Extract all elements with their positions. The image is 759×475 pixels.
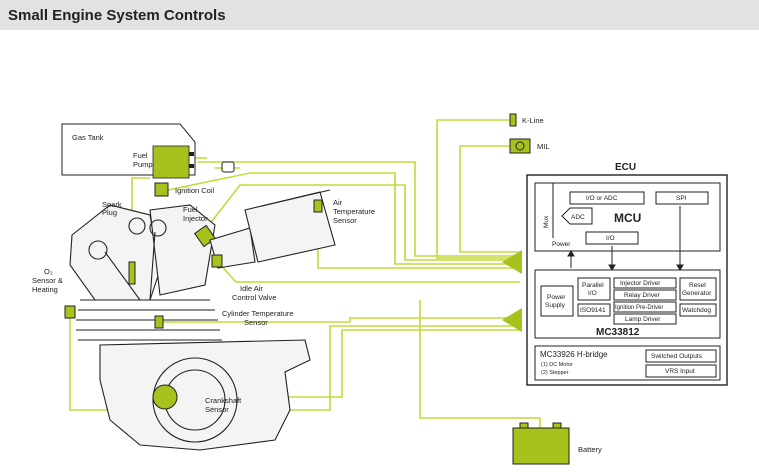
cyl-temp-sensor xyxy=(154,315,164,329)
ignition-coil-label: Ignition Coil xyxy=(175,186,215,195)
mcu-spi: SPI xyxy=(676,195,687,202)
mcu-power: Power xyxy=(552,241,571,248)
wire-o2 xyxy=(69,312,520,411)
mc33812-iso9141: ISO9141 xyxy=(580,307,606,314)
mcu-io-adc: I/O or ADC xyxy=(586,195,618,202)
wire-ignition-coil xyxy=(167,172,520,265)
wire-k-line xyxy=(436,119,520,259)
mc33812-title: MC33812 xyxy=(596,327,640,338)
air-temp-sensor xyxy=(313,199,323,213)
fuel-pump-label-1: Fuel xyxy=(133,151,148,160)
o2-label-1: O₂ xyxy=(44,267,53,276)
hbridge-stepper: (2) Stepper xyxy=(541,370,569,376)
crankshaft-sensor xyxy=(152,384,178,410)
air-temp-label-3: Sensor xyxy=(333,216,357,225)
crankshaft-label-2: Sensor xyxy=(205,405,229,414)
mc33812-lamp-driver: Lamp Driver xyxy=(625,316,661,323)
battery-label: Battery xyxy=(578,445,602,454)
mcu-adc-block xyxy=(561,207,593,225)
o2-label-2: Sensor & xyxy=(32,276,63,285)
cyl-temp-label-1: Cylinder Temperature xyxy=(222,309,294,318)
wire-fuel-pump xyxy=(197,161,520,257)
ecu-input-arrow-top xyxy=(502,250,522,274)
page-title: Small Engine System Controls xyxy=(8,7,226,24)
k-line-connector xyxy=(509,113,517,127)
idle-air-valve xyxy=(211,254,223,268)
mil-label: MIL xyxy=(537,142,550,151)
idle-air-label-1: Idle Air xyxy=(240,284,263,293)
hbridge-vrs-input: VRS Input xyxy=(665,368,695,375)
mc33812-parallel-io-1: Parallel xyxy=(582,282,604,289)
mc33812-power-supply-2: Supply xyxy=(545,302,566,309)
mc33812-ignition-pre-driver: Ignition Pre-Driver xyxy=(615,305,663,311)
mc33812-reset-1: Reset xyxy=(689,282,706,289)
wire-mil xyxy=(459,145,520,253)
mcu-io: I/O xyxy=(606,235,615,242)
o2-sensor xyxy=(64,305,76,319)
ecu-title: ECU xyxy=(615,162,636,173)
spark-plug-label-2: Plug xyxy=(102,208,117,217)
fuel-injector-label-1: Fuel xyxy=(183,205,198,214)
mc33812-power-supply-1: Power xyxy=(547,294,566,301)
wire-fuel-injector xyxy=(204,184,520,261)
mcu-mux: Mux xyxy=(543,215,550,228)
ignition-coil xyxy=(154,182,169,197)
mcu-title: MCU xyxy=(614,211,641,225)
battery xyxy=(512,427,570,465)
mcu-adc: ADC xyxy=(571,214,585,221)
fuel-pump-label-2: Pump xyxy=(133,160,153,169)
cyl-temp-label-2: Sensor xyxy=(244,318,268,327)
idle-air-label-2: Control Valve xyxy=(232,293,276,302)
mc33812-parallel-io-2: I/O xyxy=(588,290,597,297)
wiring-harness xyxy=(69,119,541,428)
mil-lamp xyxy=(509,138,531,154)
wire-cyl-temp xyxy=(160,317,520,323)
o2-label-3: Heating xyxy=(32,285,58,294)
spark-plug xyxy=(128,261,136,285)
hbridge-switched-outputs: Switched Outputs xyxy=(651,353,703,360)
mc33812-reset-2: Generator xyxy=(682,290,712,297)
ecu-input-arrow-bottom xyxy=(502,308,522,332)
mcu-links xyxy=(567,206,684,271)
fuel-pump xyxy=(152,145,190,179)
header-bar: Small Engine System Controls xyxy=(0,0,759,30)
engine xyxy=(69,204,311,451)
mcu-spi-block xyxy=(655,191,709,205)
mc33812-injector-driver: Injector Driver xyxy=(620,280,661,287)
hbridge-dc-motor: (1) DC Motor xyxy=(541,362,573,368)
fuel-filter xyxy=(221,161,235,173)
fuel-injector-label-2: Injector xyxy=(183,214,208,223)
gas-tank-label: Gas Tank xyxy=(72,133,104,142)
spark-plug-label-1: Spark xyxy=(102,200,122,209)
mc33812-relay-driver: Relay Driver xyxy=(624,292,661,299)
mcu-io-adc-block xyxy=(569,191,645,205)
crankshaft-label-1: Crankshaft xyxy=(205,396,242,405)
wire-idle-air xyxy=(217,261,520,283)
k-line-label: K-Line xyxy=(522,116,544,125)
air-temp-label-1: Air xyxy=(333,198,343,207)
air-temp-label-2: Temperature xyxy=(333,207,375,216)
wire-battery xyxy=(419,300,541,428)
mc33812-watchdog: Watchdog xyxy=(682,307,711,314)
mcu-io-block xyxy=(585,231,639,245)
hbridge-title: MC33926 H-bridge xyxy=(540,350,608,359)
